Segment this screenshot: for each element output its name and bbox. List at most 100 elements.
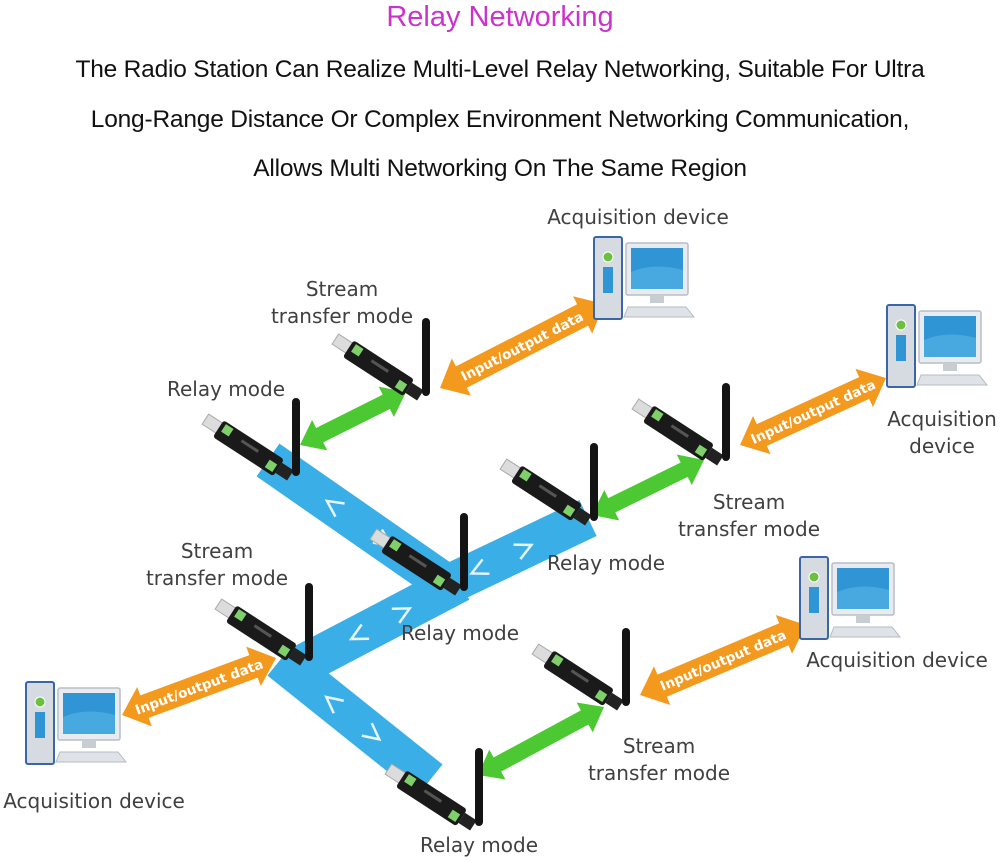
antenna-icon: [305, 583, 313, 661]
stream-mode-label: Stream transfer mode: [271, 277, 413, 328]
radio-module-stream: [631, 383, 730, 466]
chevron-icon: [513, 543, 534, 560]
computer-icon: [886, 304, 989, 388]
chevron-icon: [469, 558, 490, 576]
radio-body: [381, 536, 451, 591]
terminal-block-icon: [694, 444, 708, 458]
antenna-icon: [460, 513, 468, 591]
data-arrow: Input/output data: [640, 614, 806, 706]
acquisition-device-label-line: Acquisition device: [3, 789, 185, 813]
stream-mode-label-line: Stream: [713, 490, 785, 514]
description-line-3: Allows Multi Networking On The Same Regi…: [253, 155, 747, 182]
radio-body: [511, 466, 581, 521]
chevron-icon: [391, 607, 413, 624]
computer-icon: [25, 681, 128, 765]
radio-module-relay: [499, 443, 598, 526]
relay-link-band: [286, 564, 470, 686]
description-line-1: The Radio Station Can Realize Multi-Leve…: [75, 56, 925, 83]
radio-body: [343, 341, 413, 396]
relay-link-band: [267, 644, 443, 796]
wireless-link-arrow: [478, 702, 604, 780]
terminal-block-icon: [551, 654, 564, 667]
relay-mode-label-line: Relay mode: [167, 377, 285, 401]
antenna-icon: [622, 628, 630, 706]
data-arrow-shape: [122, 646, 276, 727]
radio-module-stream: [531, 628, 630, 711]
description-line-2: Long-Range Distance Or Complex Environme…: [90, 106, 910, 133]
acquisition-device-label-line: Acquisition device: [806, 648, 988, 672]
wireless-link-arrow: [300, 386, 406, 451]
stream-mode-label-line: transfer mode: [588, 761, 730, 785]
acquisition-device-label: Acquisition device: [806, 648, 988, 672]
terminal-block-icon: [264, 459, 278, 473]
wireless-link-arrow: [592, 454, 704, 521]
stream-mode-label-line: Stream: [306, 277, 378, 301]
radio-module-relay: [201, 398, 300, 481]
relay-mode-label: Relay mode: [167, 377, 285, 401]
relay-mode-label: Relay mode: [401, 621, 519, 645]
radio-module-stream: [214, 583, 313, 666]
radio-module-relay: [384, 748, 483, 831]
terminal-block-icon: [389, 539, 402, 552]
computer-icon: [799, 556, 902, 640]
data-arrow: Input/output data: [440, 296, 604, 396]
terminal-block-icon: [519, 469, 532, 482]
stream-mode-label-line: Stream: [181, 539, 253, 563]
radio-body: [226, 606, 296, 661]
terminal-block-icon: [447, 809, 461, 823]
terminal-block-icon: [651, 409, 664, 422]
radio-body: [543, 651, 613, 706]
antenna-icon: [422, 318, 430, 396]
data-arrow-label: Input/output data: [749, 377, 879, 448]
stream-mode-label: Stream transfer mode: [588, 734, 730, 785]
acquisition-device-label: Acquisition device: [547, 205, 729, 229]
terminal-block-icon: [594, 689, 608, 703]
data-arrow-shape: [440, 296, 604, 396]
data-arrow-shape: [740, 368, 886, 455]
acquisition-device-label: Acquisition device: [3, 789, 185, 813]
data-arrow-shape: [640, 614, 806, 706]
page-title: Relay Networking: [386, 1, 614, 33]
chevron-icon: [361, 722, 382, 742]
data-arrow-label: Input/output data: [133, 656, 266, 718]
radio-body: [213, 421, 283, 476]
terminal-block-icon: [351, 344, 364, 357]
relay-links-layer: [256, 443, 597, 796]
terminal-block-icon: [394, 379, 408, 393]
radio-body: [643, 406, 713, 461]
data-arrow-label: Input/output data: [658, 627, 789, 694]
stream-mode-label: Stream transfer mode: [678, 490, 820, 541]
nodes-layer: [25, 236, 989, 831]
relay-mode-label: Relay mode: [547, 551, 665, 575]
chevron-icon: [324, 499, 345, 518]
radio-module-relay: [369, 513, 468, 596]
relay-mode-label-line: Relay mode: [401, 621, 519, 645]
stream-mode-label-line: transfer mode: [271, 304, 413, 328]
data-arrow-label: Input/output data: [459, 309, 587, 385]
acquisition-device-label-line: Acquisition device: [547, 205, 729, 229]
computer-icon: [593, 236, 696, 320]
terminal-block-icon: [277, 644, 291, 658]
terminal-block-icon: [562, 504, 576, 518]
antenna-icon: [475, 748, 483, 826]
stream-mode-label-line: transfer mode: [146, 566, 288, 590]
relay-mode-label-line: Relay mode: [547, 551, 665, 575]
terminal-block-icon: [234, 609, 247, 622]
stream-mode-label-line: Stream: [623, 734, 695, 758]
data-arrow: Input/output data: [740, 368, 886, 455]
chevron-icon: [348, 623, 370, 641]
stream-mode-label-line: transfer mode: [678, 517, 820, 541]
radio-module-stream: [331, 318, 430, 401]
chevron-icon: [324, 695, 345, 714]
acquisition-device-label-line: Acquisition: [887, 407, 997, 431]
relay-mode-label: Relay mode: [420, 833, 538, 857]
terminal-block-icon: [404, 774, 417, 787]
antenna-icon: [292, 398, 300, 476]
terminal-block-icon: [432, 574, 446, 588]
acquisition-device-label-line: device: [909, 434, 975, 458]
radio-body: [396, 771, 466, 826]
terminal-block-icon: [221, 424, 234, 437]
acquisition-device-label: Acquisition device: [887, 407, 997, 458]
